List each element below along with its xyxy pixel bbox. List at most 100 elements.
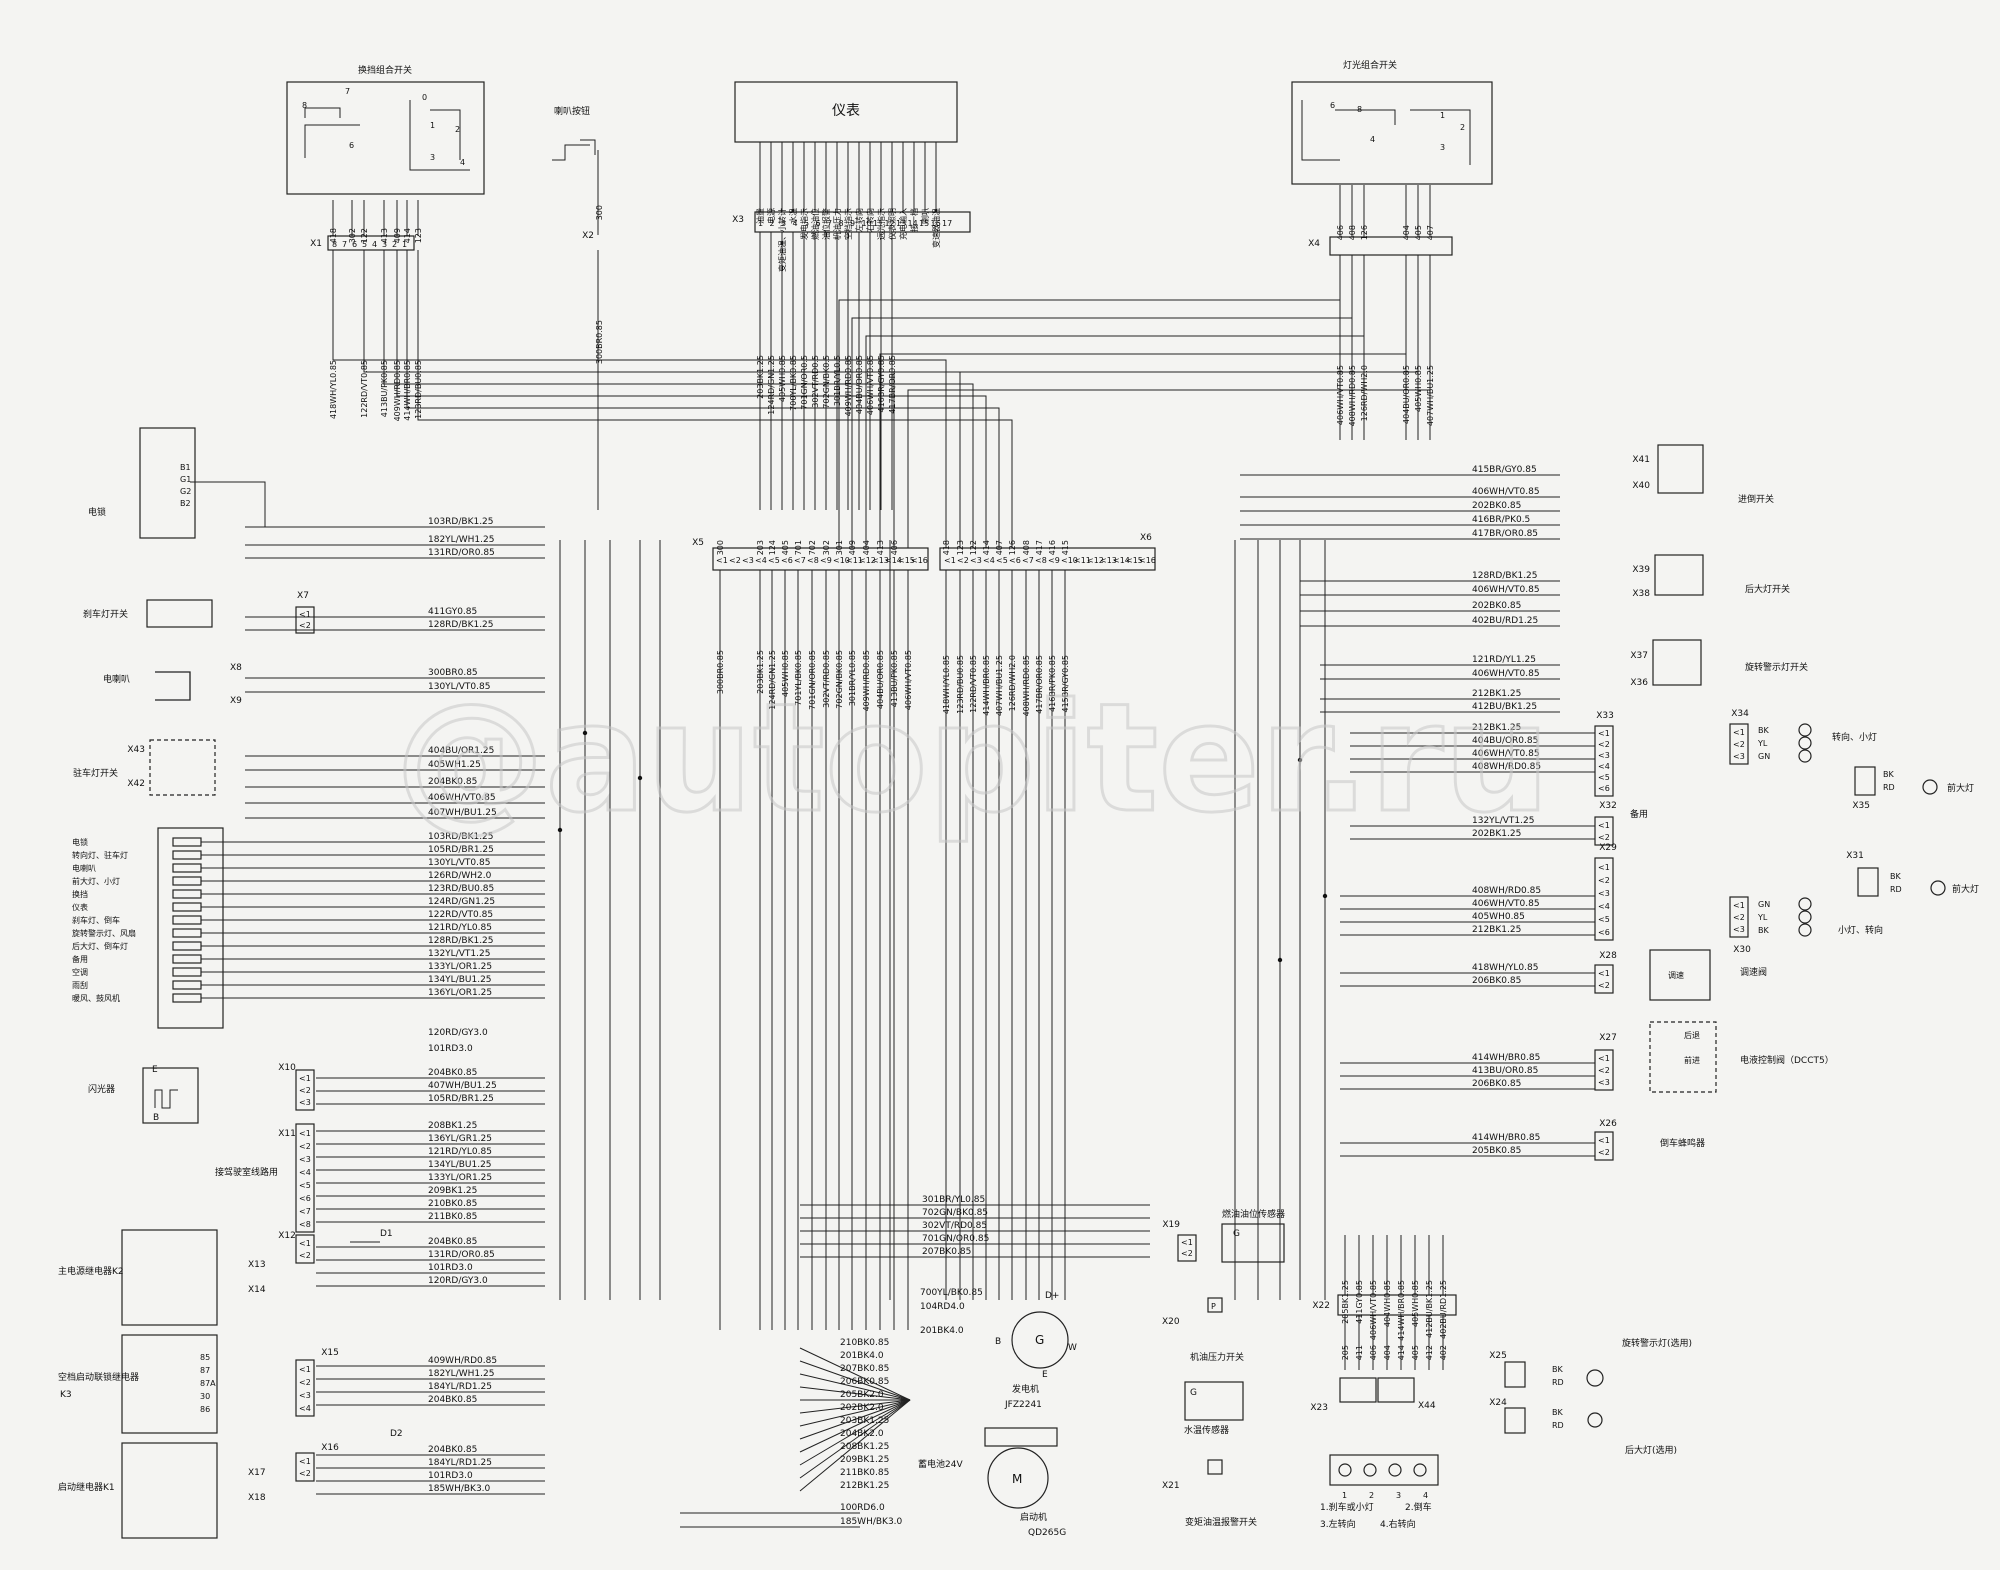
power-lock-terminal: G1: [180, 475, 191, 484]
x11-wire-label: 208BK1.25: [428, 1121, 477, 1131]
x22-connector: [1337, 1294, 1457, 1316]
x4-label: X4: [1308, 239, 1320, 249]
right-wire-label: 406WH/VT0.85: [1472, 585, 1540, 595]
x1-wire-label: 414WH/BR0.85: [403, 360, 412, 421]
x11-label: X11: [278, 1129, 296, 1139]
x26-wire-label: 414WH/BR0.85: [1472, 1133, 1540, 1143]
x11-connector-pin: <4: [299, 1168, 311, 1177]
instrument-pin-name: 变速器油温: [931, 208, 941, 248]
x4-wire-label: 404BU/OR0.85: [1402, 365, 1411, 424]
x22-pin: 411: [1355, 1345, 1364, 1360]
oil-p: P: [1211, 1302, 1216, 1311]
ecv-title: 电液控制阀（DCCT5）: [1740, 1054, 1834, 1066]
x9-label: X9: [230, 696, 242, 706]
x10-connector-pin: <2: [299, 1086, 311, 1095]
fuse: [172, 889, 202, 899]
right-wire-label: 402BU/RD1.25: [1472, 616, 1538, 626]
x6-pin-number: 414: [982, 540, 991, 555]
alternator-g: G: [1035, 1333, 1044, 1347]
x1-wire-label: 122RD/VT0.85: [360, 360, 369, 418]
x12-connector-pin: <1: [299, 1239, 311, 1248]
wire: [304, 124, 360, 158]
left-wire-label: 128RD/BK1.25: [428, 620, 494, 630]
x32-wire-label: 202BK1.25: [1472, 829, 1521, 839]
bus-wire: [363, 300, 961, 548]
wire: [799, 1399, 911, 1466]
x3-wire-label: 302VT/RD0.5: [811, 355, 820, 408]
x22-wire-label: 405WH0.85: [1411, 1280, 1420, 1327]
x3-pin: 6: [816, 219, 821, 228]
ecv-rear: 后退: [1684, 1030, 1700, 1040]
wire: [799, 1399, 911, 1414]
fuse: [172, 876, 202, 886]
x6-pin: <8: [1035, 556, 1047, 565]
x6-pin-number: 418: [942, 540, 951, 555]
x1-pin-number: 122: [360, 228, 369, 243]
alt-wire-label: 201BK4.0: [920, 1326, 964, 1336]
x3-wire-label: 416BR/GY0.85: [877, 355, 886, 413]
rear-lamp-bulb: [1363, 1463, 1377, 1477]
ground-wire-label: 204BK2.0: [840, 1429, 884, 1439]
lamp-color: BK: [1552, 1365, 1563, 1374]
x30-connector-pin: <3: [1733, 925, 1745, 934]
x3-pin: 4: [793, 219, 798, 228]
x1-connector-pin: 2: [392, 240, 397, 249]
x29-connector-pin: <2: [1598, 876, 1610, 885]
legend-1: 1.刹车或小灯: [1320, 1501, 1374, 1513]
x2-wire: 300BR0.85: [595, 320, 604, 364]
instrument-pin-name: 喇叭: [920, 208, 930, 224]
x10-label: X10: [278, 1063, 296, 1073]
x5-pin-number: 301: [835, 540, 844, 555]
x32-connector-pin: <2: [1598, 833, 1610, 842]
x5-pin: <2: [729, 556, 741, 565]
x16-connector-pin: <1: [299, 1457, 311, 1466]
ac-relay-pin: 87A: [200, 1379, 216, 1388]
bus-wire: [417, 300, 1013, 548]
x6-wire-label: 122RD/VT0.85: [969, 655, 978, 713]
x28-connector-pin: <2: [1598, 981, 1610, 990]
right-wire-label: 128RD/BK1.25: [1472, 571, 1538, 581]
x36-label: X36: [1630, 678, 1648, 688]
x1-connector-pin: 4: [372, 240, 377, 249]
x29-connector-pin: <5: [1598, 915, 1610, 924]
alternator-w: W: [1068, 1343, 1077, 1353]
x2-pin: 300: [595, 205, 604, 220]
wires: [154, 100, 1595, 1528]
combo-switch-title: 换挡组合开关: [358, 64, 412, 76]
x3-pin: 8: [839, 219, 844, 228]
x6-pin: <11: [1074, 556, 1091, 565]
x41-label: X41: [1632, 455, 1650, 465]
instrument-pin-name: 发电指示: [799, 208, 809, 240]
instrument-pin-name: 水温: [788, 208, 798, 224]
x6-pin: <7: [1022, 556, 1034, 565]
x5-pin: <15: [898, 556, 915, 565]
rear-lamp-num: 4: [1423, 1491, 1428, 1500]
wire: [190, 481, 340, 528]
x5-wire-label: 701YL/BK0.85: [794, 650, 803, 706]
x3-wire-label: 124RD/GN1.25: [767, 355, 776, 415]
flasher-wave: [154, 1089, 178, 1109]
ground-wire-label: 202BK2.0: [840, 1403, 884, 1413]
right-wire-label: 412BU/BK1.25: [1472, 702, 1537, 712]
x19-label: X19: [1162, 1220, 1180, 1230]
x27-connector-pin: <1: [1598, 1054, 1610, 1063]
x1-wire-label: 123RD/BU0.85: [414, 360, 423, 419]
x33-wire-label: 406WH/VT0.85: [1472, 749, 1540, 759]
x11-connector-pin: <2: [299, 1142, 311, 1151]
power-lock-box: [139, 427, 196, 539]
x33-connector-pin: <3: [1598, 751, 1610, 760]
x5-wire-label: 413BU/PK0.85: [890, 650, 899, 707]
x29-connector-pin: <3: [1598, 889, 1610, 898]
x6-pin: <9: [1048, 556, 1060, 565]
x44-label: X44: [1418, 1401, 1436, 1411]
x15-connector-pin: <3: [299, 1391, 311, 1400]
x29-connector-pin: <6: [1598, 928, 1610, 937]
x42-label: X42: [127, 779, 145, 789]
x15-wire-label: 409WH/RD0.85: [428, 1356, 497, 1366]
junction-dot: [1277, 957, 1283, 963]
x5-pin: <16: [911, 556, 928, 565]
combo-switch-box: [286, 81, 485, 195]
x3-pin: 3: [781, 219, 786, 228]
x27-wire-label: 414WH/BR0.85: [1472, 1053, 1540, 1063]
x5-pin-number: 302: [822, 540, 831, 555]
